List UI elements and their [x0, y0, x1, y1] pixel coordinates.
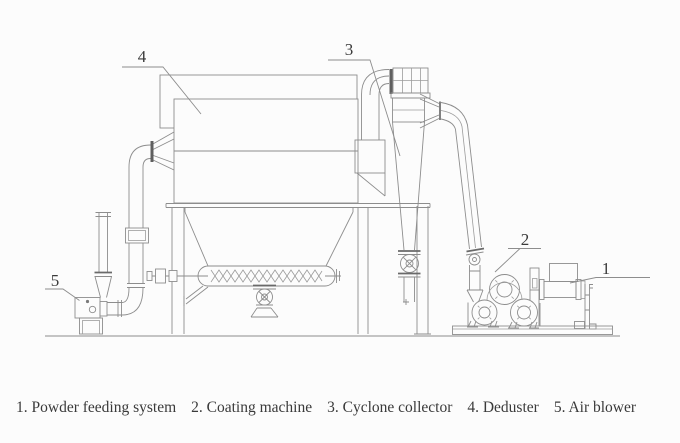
air-blower-drawing	[74, 212, 112, 335]
legend-item-4: 4. Deduster	[467, 399, 539, 416]
coating-machine-drawing	[467, 267, 541, 329]
cyclone-outlet-pipe-drawing	[440, 102, 485, 303]
callout-4: 4	[122, 47, 202, 115]
legend-item-3: 3. Cyclone collector	[327, 399, 453, 416]
callout-3-number: 3	[345, 40, 354, 59]
powder-feeding-system-drawing	[539, 263, 597, 330]
drum-body-drawing	[173, 98, 359, 204]
left-air-duct-drawing	[107, 131, 175, 317]
callout-1: 1	[569, 259, 650, 284]
legend-caption: 1. Powder feeding system 2. Coating mach…	[16, 399, 676, 417]
callout-5-number: 5	[51, 271, 60, 290]
cyclone-collector-drawing	[389, 67, 441, 305]
callout-2-number: 2	[521, 230, 530, 249]
callout-5: 5	[45, 271, 80, 301]
callout-3: 3	[328, 40, 401, 157]
base-skid-drawing	[452, 325, 613, 335]
drum-outlet-duct-drawing	[354, 69, 390, 197]
legend-item-5: 5. Air blower	[553, 399, 637, 416]
stand-and-hopper-drawing	[165, 203, 431, 335]
callout-4-number: 4	[138, 47, 147, 66]
callout-2: 2	[494, 230, 541, 273]
screw-conveyor-drawing	[146, 265, 341, 318]
legend-item-2: 2. Coating machine	[191, 399, 313, 416]
legend-item-1: 1. Powder feeding system	[16, 399, 177, 416]
callout-1-number: 1	[602, 259, 611, 278]
